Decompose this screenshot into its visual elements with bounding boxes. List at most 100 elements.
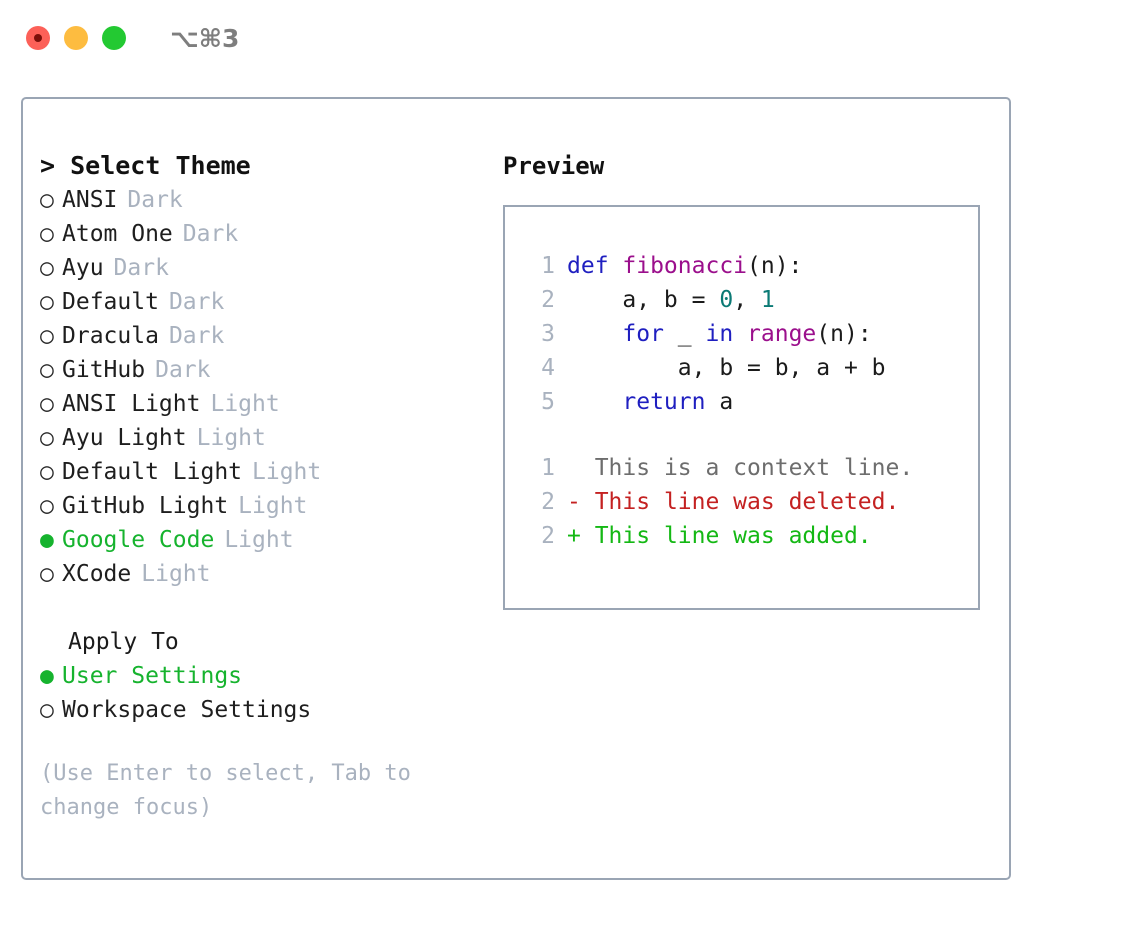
radio-unselected-icon: ○ <box>40 255 54 281</box>
code-line-text: return a <box>567 385 733 419</box>
apply-to-option-list: ●User Settings○Workspace Settings <box>40 659 480 727</box>
code-line: 1 def fibonacci(n): <box>521 249 972 283</box>
code-token-plain <box>567 321 622 347</box>
theme-option-label: Google Code <box>62 527 215 553</box>
minimize-window-button[interactable] <box>64 26 88 50</box>
code-token-kw: return <box>622 389 706 415</box>
theme-option-badge: Light <box>210 391 280 417</box>
keyboard-hint-text: (Use Enter to select, Tab to change focu… <box>40 761 425 820</box>
diff-sample: 1 This is a context line. 2- This line wa… <box>521 451 972 553</box>
maximize-window-button[interactable] <box>102 26 126 50</box>
code-line-text: def fibonacci(n): <box>567 249 802 283</box>
diff-line: 1 This is a context line. <box>521 451 972 485</box>
diff-marker <box>567 451 581 485</box>
theme-option-dracula[interactable]: ○ Dracula Dark <box>40 319 480 353</box>
code-line-text: for _ in range(n): <box>567 317 872 351</box>
title-bar: ⌥⌘3 <box>0 0 1140 76</box>
theme-option-badge: Dark <box>168 289 225 315</box>
theme-option-badge: Light <box>224 527 294 553</box>
code-line: 2 a, b = 0, 1 <box>521 283 972 317</box>
code-token-plain: (n): <box>816 321 872 347</box>
code-token-num: 1 <box>760 287 775 313</box>
list-spacer <box>40 591 480 625</box>
diff-line-number: 1 <box>541 455 555 481</box>
radio-unselected-icon: ○ <box>40 323 54 349</box>
apply-to-heading: Apply To <box>68 629 179 655</box>
theme-option-badge: Light <box>252 459 322 485</box>
code-token-plain: a <box>705 389 734 415</box>
theme-option-label: ANSI Light <box>62 391 201 417</box>
code-line-number: 5 <box>541 389 555 415</box>
code-token-plain: , <box>733 287 761 313</box>
theme-option-label: Dracula <box>62 323 159 349</box>
code-line: 4 a, b = b, a + b <box>521 351 972 385</box>
radio-unselected-icon: ○ <box>40 289 54 315</box>
radio-unselected-icon: ○ <box>40 425 54 451</box>
apply-to-option-workspace-settings[interactable]: ○Workspace Settings <box>40 693 480 727</box>
radio-unselected-icon: ○ <box>40 187 54 213</box>
code-token-fn: range <box>747 321 817 347</box>
code-line-text: a, b = b, a + b <box>567 351 886 385</box>
theme-option-default-light[interactable]: ○ Default Light Light <box>40 455 480 489</box>
diff-line-text: This line was deleted. <box>580 489 900 515</box>
theme-option-badge: Dark <box>127 187 183 213</box>
theme-option-label: Default <box>62 289 159 315</box>
theme-option-label: XCode <box>62 561 132 587</box>
code-token-kw: in <box>705 321 734 347</box>
code-token-kw: for <box>622 321 664 347</box>
theme-option-label: Atom One <box>62 221 173 247</box>
code-token-plain: a, b = <box>567 287 720 313</box>
diff-line-number: 2 <box>541 489 555 515</box>
diff-line: 2+ This line was added. <box>521 519 972 553</box>
theme-list-title: > Select Theme <box>40 151 251 180</box>
code-token-plain <box>733 321 747 347</box>
theme-option-label: Ayu Light <box>62 425 187 451</box>
diff-marker: + <box>567 523 581 549</box>
theme-option-badge: Light <box>238 493 308 519</box>
window-controls <box>26 26 126 50</box>
code-token-fn: fibonacci <box>622 253 748 279</box>
apply-to-option-user-settings[interactable]: ●User Settings <box>40 659 480 693</box>
theme-option-badge: Light <box>196 425 266 451</box>
code-token-plain <box>567 389 622 415</box>
theme-option-google-code[interactable]: ● Google Code Light <box>40 523 480 557</box>
theme-option-badge: Dark <box>113 255 169 281</box>
code-token-plain: (n): <box>747 253 803 279</box>
code-line-number: 2 <box>541 287 555 313</box>
code-line-text: a, b = 0, 1 <box>567 283 775 317</box>
code-token-kw: def <box>567 253 623 279</box>
code-line-number: 1 <box>541 253 555 279</box>
theme-option-badge: Dark <box>155 357 211 383</box>
radio-unselected-icon: ○ <box>40 459 54 485</box>
radio-unselected-icon: ○ <box>40 221 54 247</box>
theme-option-ayu-light[interactable]: ○ Ayu Light Light <box>40 421 480 455</box>
theme-option-default[interactable]: ○ Default Dark <box>40 285 480 319</box>
close-window-button[interactable] <box>26 26 50 50</box>
diff-marker: - <box>567 489 581 515</box>
diff-line-text: This is a context line. <box>580 455 914 481</box>
theme-option-label: Default Light <box>62 459 243 485</box>
code-token-num: 0 <box>719 287 734 313</box>
theme-option-label: GitHub <box>62 357 146 383</box>
radio-selected-icon: ● <box>40 527 54 553</box>
code-line-number: 4 <box>541 355 555 381</box>
code-token-plain: _ <box>663 321 706 347</box>
radio-unselected-icon: ○ <box>40 493 54 519</box>
code-line-number: 3 <box>541 321 555 347</box>
apply-to-option-label: Workspace Settings <box>62 697 312 723</box>
preview-title: Preview <box>503 152 605 180</box>
diff-line-number: 2 <box>541 523 555 549</box>
theme-option-badge: Dark <box>168 323 225 349</box>
